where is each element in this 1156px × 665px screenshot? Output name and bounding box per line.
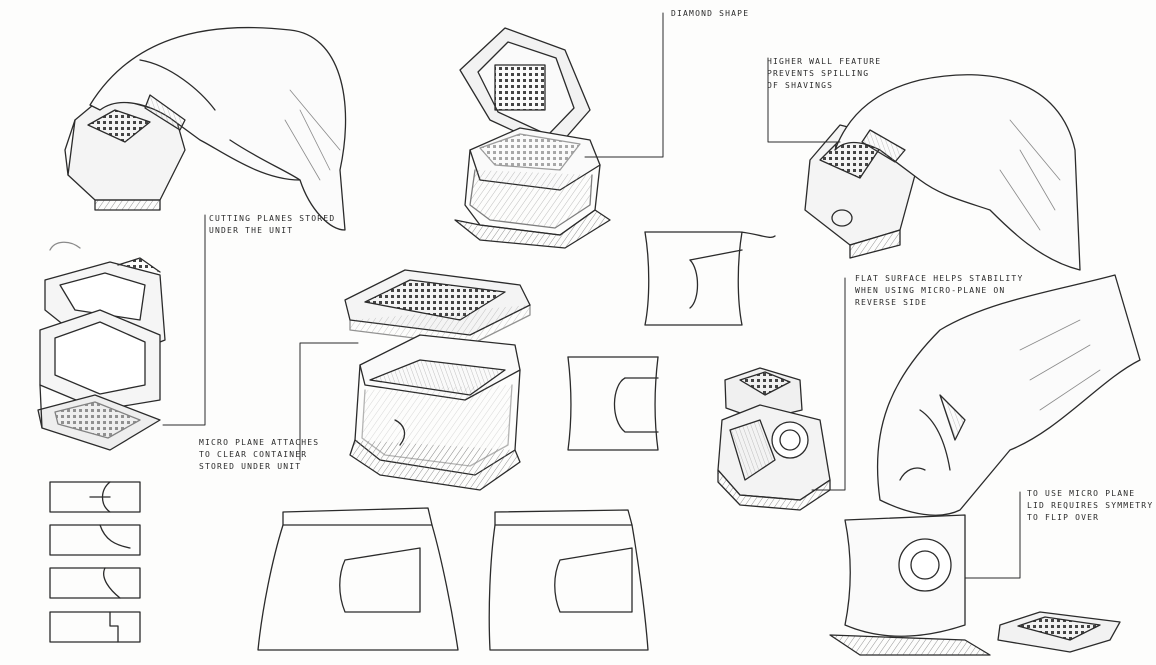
sketch-reverse-side-unit	[717, 367, 831, 511]
annotation-micro-plane-attaches: MICRO PLANE ATTACHES TO CLEAR CONTAINER …	[199, 438, 320, 471]
sketch-stacked-planes	[37, 241, 166, 451]
annotation-leader-lines	[162, 12, 1021, 579]
sketch-profile-studies	[257, 231, 776, 651]
annotation-cutting-planes: CUTTING PLANES STORED UNDER THE UNIT	[209, 214, 336, 235]
sketch-hand-grating-right	[804, 74, 1081, 271]
sketch-hand-grating-left	[64, 26, 347, 231]
annotation-flat-surface: FLAT SURFACE HELPS STABILITY WHEN USING …	[855, 274, 1024, 307]
sketch-container-with-lid	[344, 269, 531, 491]
annotation-higher-wall: HIGHER WALL FEATURE PREVENTS SPILLING OF…	[767, 57, 882, 90]
annotation-diamond-shape: DIAMOND SHAPE	[671, 9, 750, 18]
sketch-hand-flipping-unit	[829, 274, 1141, 656]
annotation-to-use-micro-plane: TO USE MICRO PLANE LID REQUIRES SYMMETRY…	[1027, 489, 1154, 522]
sketch-diamond-lid-container	[454, 27, 611, 249]
sketch-thumbnail-sections	[49, 481, 141, 643]
